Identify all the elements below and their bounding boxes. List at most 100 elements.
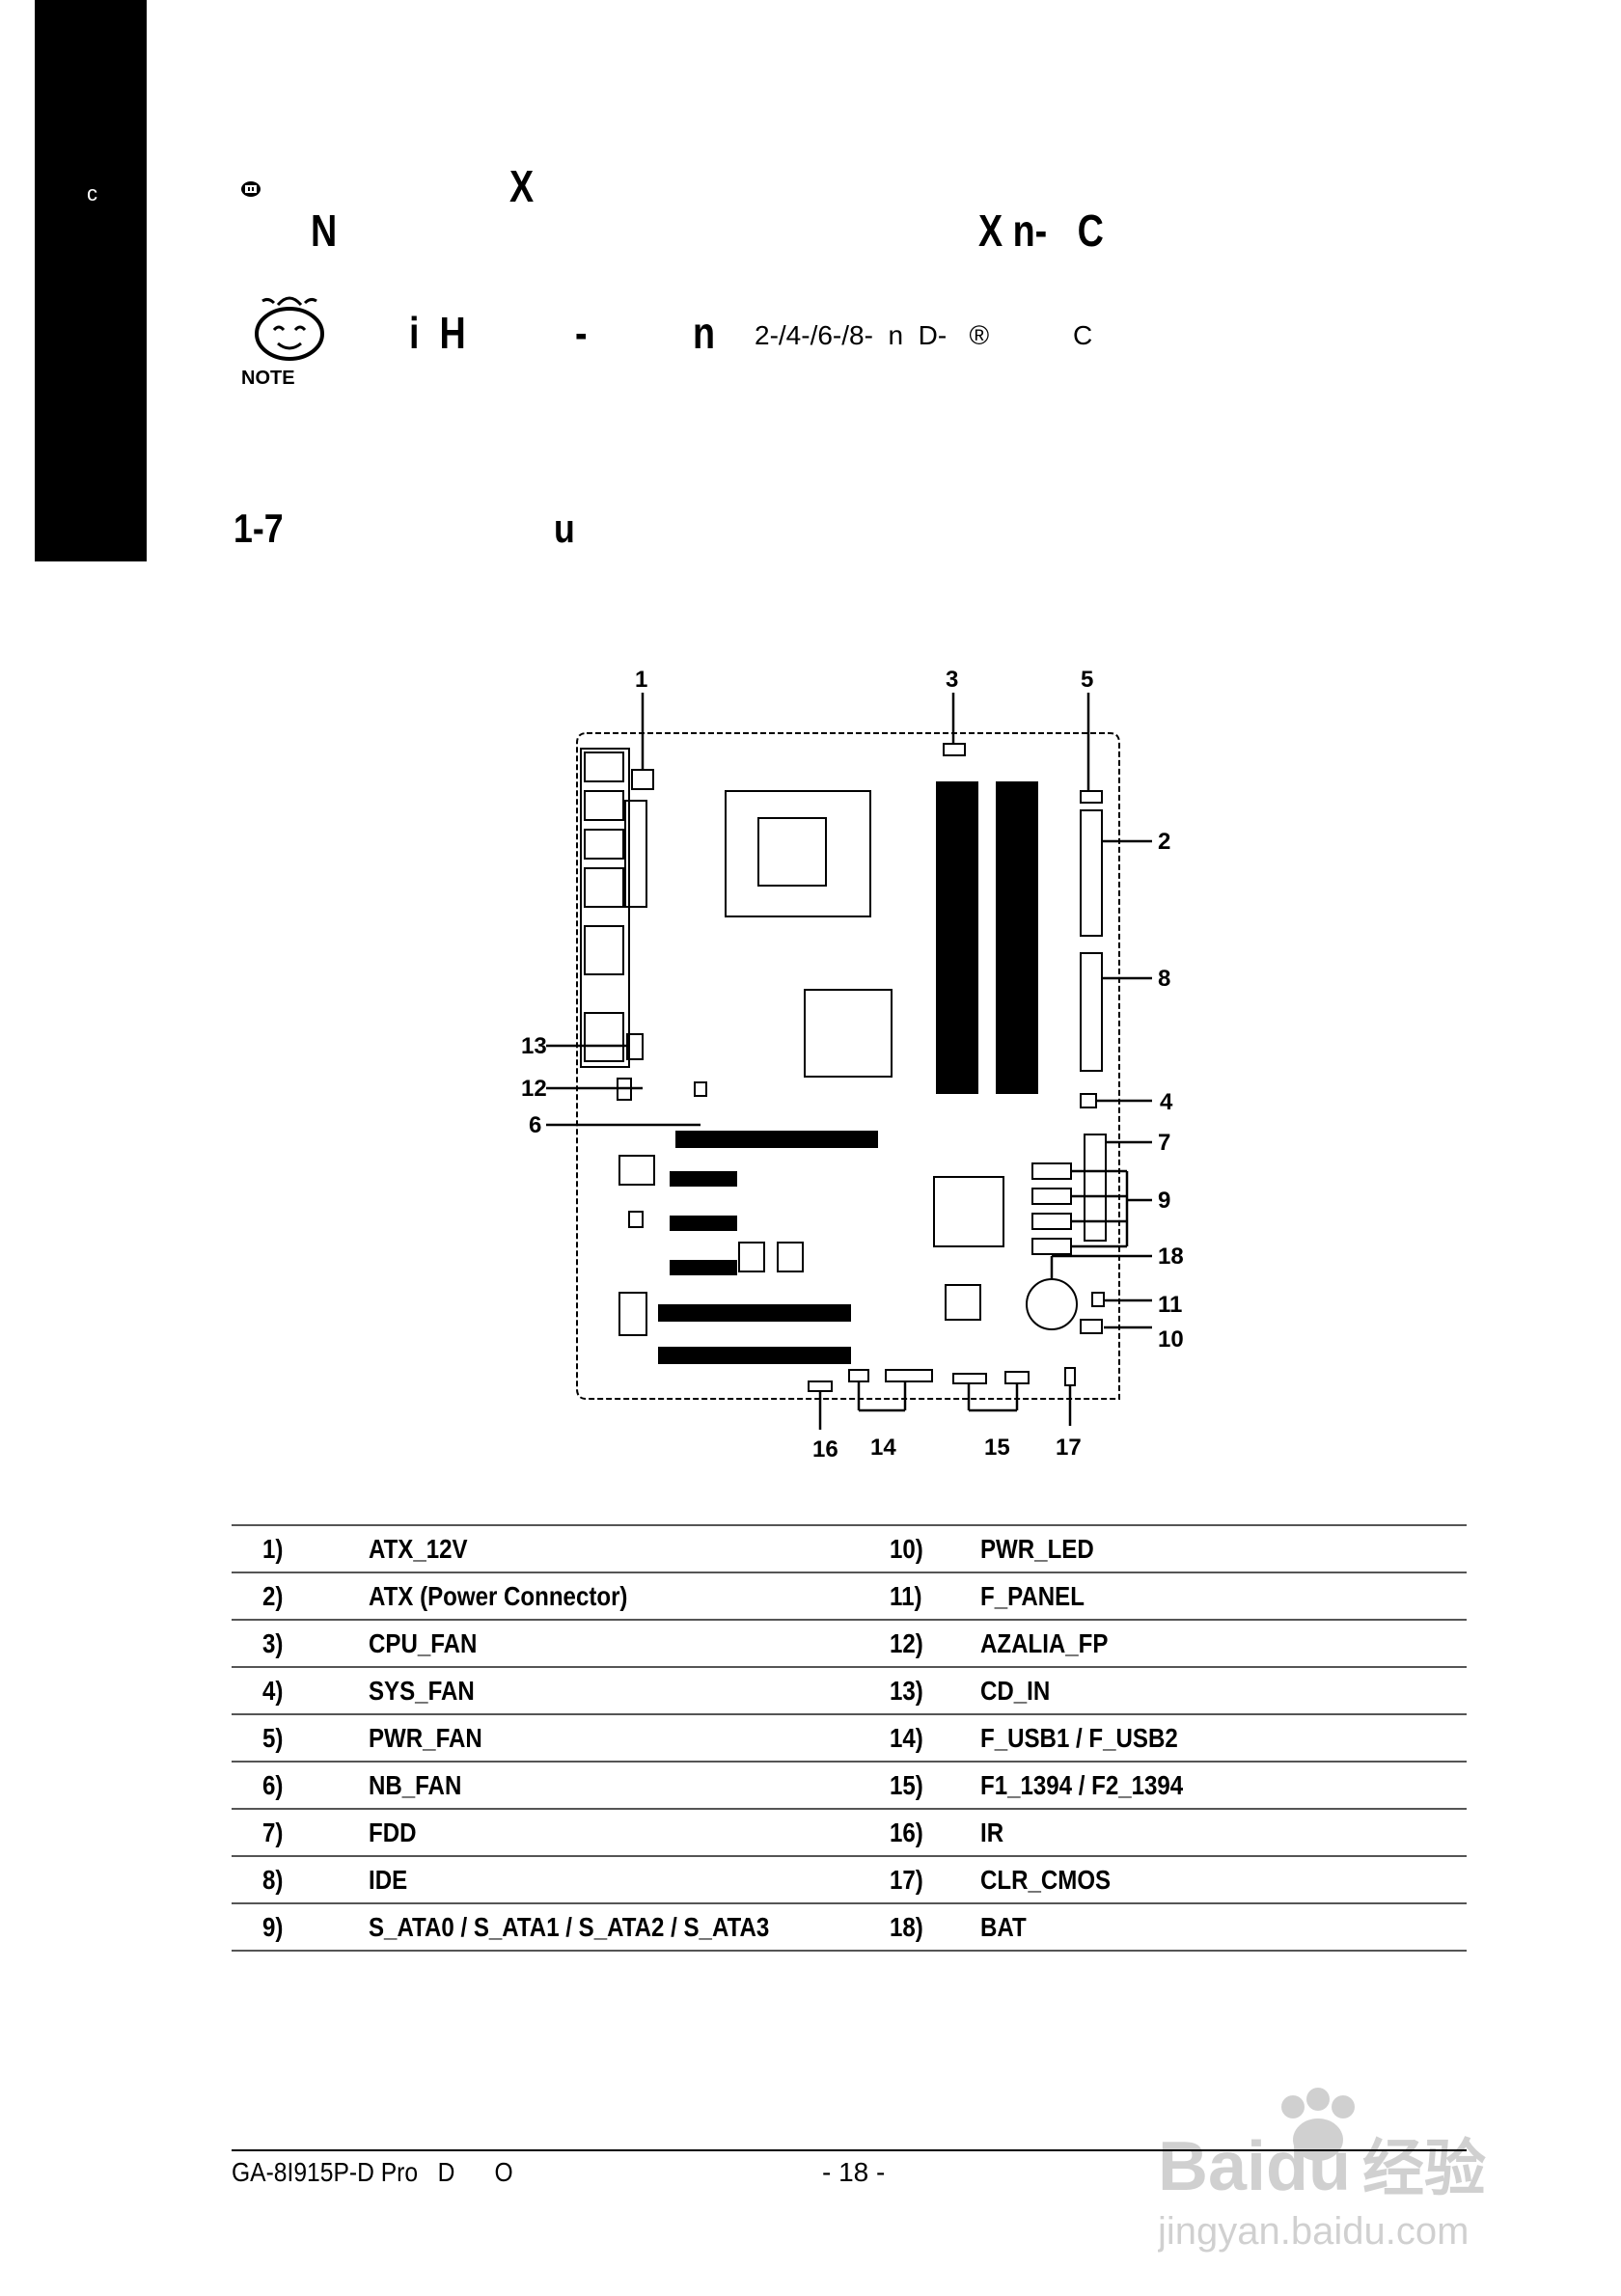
part-number: 6) (232, 1762, 369, 1810)
svg-text:Baidu: Baidu (1158, 2128, 1351, 2205)
callout-6: 6 (529, 1112, 541, 1138)
part-number: 7) (232, 1809, 369, 1857)
part-number: 18) (890, 1903, 980, 1952)
note-icon-label: NOTE (241, 368, 295, 389)
callout-12: 12 (521, 1076, 547, 1102)
part-number: 15) (890, 1762, 980, 1810)
azalia-header (617, 1078, 632, 1101)
pci-slot (658, 1347, 851, 1364)
cpu-fan-header (943, 743, 966, 756)
part-number: 8) (232, 1856, 369, 1904)
part-label: PWR_FAN (369, 1714, 890, 1763)
part-number: 1) (232, 1524, 369, 1573)
callout-17: 17 (1056, 1435, 1082, 1461)
part-number: 11) (890, 1572, 980, 1621)
note-icon: NOTE (241, 296, 324, 389)
atx12v-connector (631, 769, 654, 790)
callout-14: 14 (870, 1435, 896, 1461)
board-outline (576, 732, 1120, 1400)
svg-text:jingyan.baidu.com: jingyan.baidu.com (1158, 2210, 1469, 2253)
note-strong-1: i H (409, 308, 466, 358)
part-label: AZALIA_FP (980, 1620, 1467, 1668)
footer-model: GA-8I915P-D Pro D O (232, 2157, 513, 2187)
callout-4: 4 (1160, 1089, 1173, 1115)
part-label: CLR_CMOS (980, 1856, 1467, 1904)
nb-fan-header (694, 1081, 707, 1097)
intro-line-2-right: X n- C (978, 205, 1104, 256)
part-label: F1_1394 / F2_1394 (980, 1762, 1467, 1810)
note-strong-2: - (575, 308, 588, 358)
atx-connector (1080, 809, 1103, 937)
callout-11: 11 (1158, 1292, 1182, 1318)
cpu-socket (725, 790, 871, 917)
part-number: 13) (890, 1667, 980, 1715)
callout-8: 8 (1158, 966, 1170, 992)
part-label: F_USB1 / F_USB2 (980, 1714, 1467, 1763)
part-number: 2) (232, 1572, 369, 1621)
dimm-slot (936, 781, 978, 1094)
pci-express-x1-slot (670, 1171, 737, 1187)
part-label: F_PANEL (980, 1572, 1467, 1621)
bullet-icon (241, 181, 261, 197)
callout-13: 13 (521, 1033, 547, 1059)
pci-express-x16-slot (675, 1131, 878, 1148)
part-number: 12) (890, 1620, 980, 1668)
intro-line-2-left: N (311, 205, 338, 256)
part-number: 4) (232, 1667, 369, 1715)
side-tab-text: c (87, 181, 97, 205)
part-label: NB_FAN (369, 1762, 890, 1810)
pci-express-x1-slot (670, 1260, 737, 1275)
callout-16: 16 (812, 1436, 838, 1462)
callout-18: 18 (1158, 1244, 1184, 1270)
callout-7: 7 (1158, 1130, 1170, 1156)
part-number: 17) (890, 1856, 980, 1904)
footer-rule (232, 2149, 1467, 2151)
part-number: 10) (890, 1524, 980, 1573)
part-label: S_ATA0 / S_ATA1 / S_ATA2 / S_ATA3 (369, 1903, 890, 1952)
chapter-side-tab (35, 0, 147, 561)
part-label: PWR_LED (980, 1524, 1467, 1573)
note-tail: C (1073, 320, 1093, 350)
cd-in-header (626, 1033, 644, 1060)
part-number: 14) (890, 1714, 980, 1763)
part-number: 5) (232, 1714, 369, 1763)
sys-fan-header (1080, 1093, 1097, 1108)
north-bridge (804, 989, 893, 1078)
section-title: u (554, 506, 575, 551)
ide-connector (1080, 952, 1103, 1072)
pci-slot (658, 1304, 851, 1322)
battery (1026, 1278, 1078, 1330)
motherboard-layout-diagram: 1 2 3 4 5 6 7 8 9 10 11 12 13 14 15 16 1… (521, 667, 1184, 1462)
table-row: 2)ATX (Power Connector)11)F_PANEL (232, 1572, 1467, 1621)
callout-9: 9 (1158, 1188, 1170, 1214)
part-label: CPU_FAN (369, 1620, 890, 1668)
note-text: 2-/4-/6-/8- n D- ® (755, 320, 990, 350)
part-number: 9) (232, 1903, 369, 1952)
fdd-connector (1084, 1134, 1107, 1242)
part-label: SYS_FAN (369, 1667, 890, 1715)
callout-5: 5 (1081, 667, 1093, 693)
dimm-slot (996, 781, 1038, 1094)
part-number: 16) (890, 1809, 980, 1857)
part-label: CD_IN (980, 1667, 1467, 1715)
south-bridge (933, 1176, 1004, 1247)
part-label: IR (980, 1809, 1467, 1857)
io-panel (580, 748, 630, 1068)
part-label: BAT (980, 1903, 1467, 1952)
pwr-fan-header (1080, 790, 1103, 804)
baidu-watermark-logo: Baidu 经验 jingyan.baidu.com (1158, 2088, 1486, 2253)
callout-2: 2 (1158, 829, 1170, 855)
intro-line-1: X (509, 161, 535, 211)
note-strong-3: n (693, 308, 716, 358)
part-label: ATX (Power Connector) (369, 1572, 890, 1621)
section-number: 1-7 (234, 506, 284, 551)
